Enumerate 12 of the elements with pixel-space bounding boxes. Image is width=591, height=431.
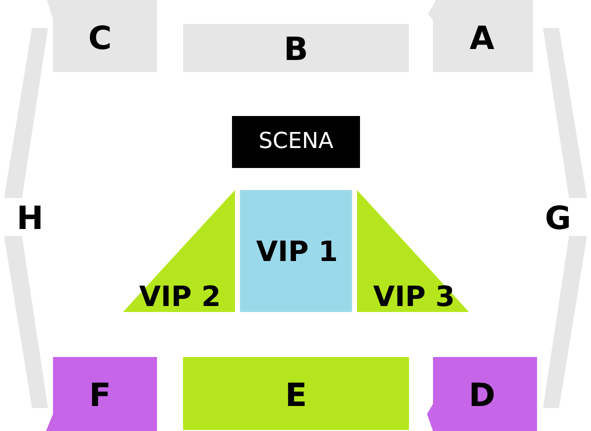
section-label: B (284, 33, 308, 65)
stage-label: SCENA (258, 131, 334, 153)
section-label: VIP 3 (373, 283, 455, 311)
section-label: E (285, 379, 307, 411)
section-label: D (468, 379, 496, 411)
section-label: H (16, 202, 44, 234)
section-label: VIP 1 (256, 238, 338, 266)
section-label: VIP 2 (139, 283, 221, 311)
section-label: G (544, 202, 572, 234)
section-label: F (89, 379, 111, 411)
section-label: A (470, 22, 494, 54)
section-label: C (88, 22, 112, 54)
